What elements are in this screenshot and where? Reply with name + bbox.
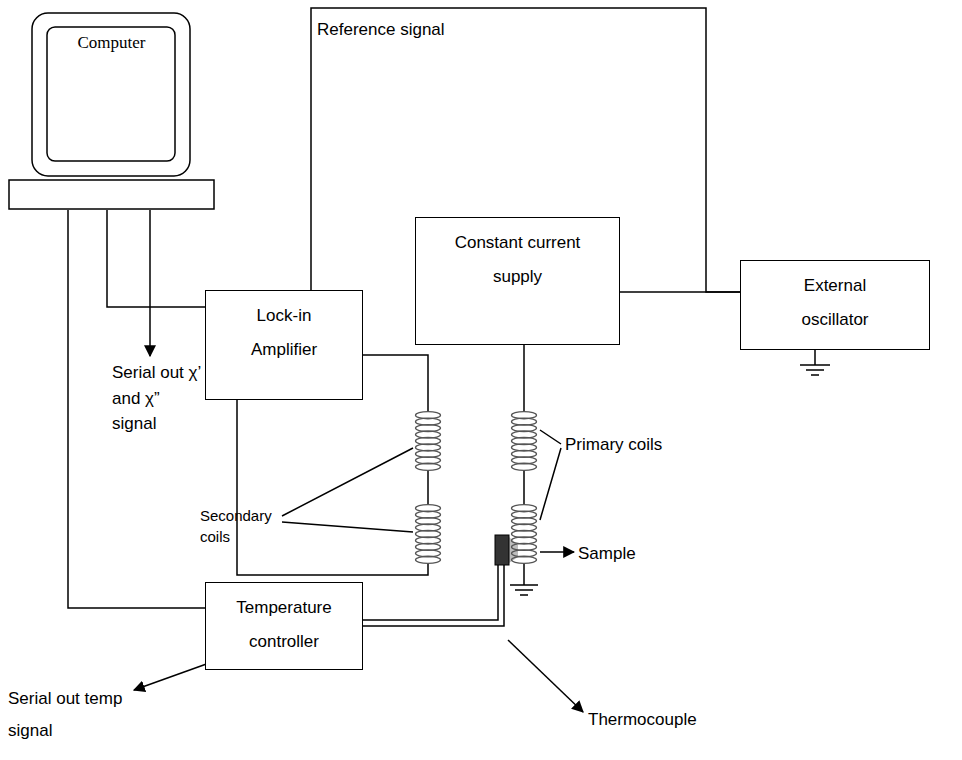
leader-arrow [540, 551, 574, 553]
primary-wire [523, 470, 525, 505]
secondary-wire [427, 470, 429, 505]
secondary-wire [237, 400, 428, 575]
node-label: Constant current supply [448, 226, 588, 294]
signal-label: Serial out χ’ and χ” signal [112, 360, 202, 437]
primary-coil [512, 505, 537, 564]
computer-base [9, 180, 214, 209]
sample-label: Sample [578, 541, 636, 567]
oscillator-box: External oscillator [740, 260, 930, 350]
primary-coil [512, 412, 537, 471]
node-label: External oscillator [785, 269, 885, 337]
secondary-coil [416, 505, 441, 564]
primary-wire [523, 563, 525, 585]
leader-line [282, 448, 413, 532]
controller-box: Temperature controller [205, 582, 363, 670]
secondary-wire [363, 355, 428, 412]
leader-arrow [508, 640, 583, 712]
node-label: Computer [78, 32, 146, 54]
leader-line [540, 430, 561, 520]
edge-label: Reference signal [315, 20, 447, 40]
computer-monitor: Computer [8, 12, 215, 210]
coil-winding [512, 463, 537, 470]
leader-arrow [149, 210, 151, 356]
coil-winding [416, 463, 441, 470]
node-label: Temperature controller [229, 591, 339, 659]
leader-arrow [134, 662, 212, 690]
secondary-coil [416, 412, 441, 471]
signal-label: Serial out temp signal [8, 683, 140, 748]
amplifier-box: Lock-in Amplifier [205, 290, 363, 400]
supply-box: Constant current supply [415, 217, 620, 345]
signal-wire [68, 210, 205, 608]
primary-wire [523, 345, 525, 412]
ground-symbol [510, 585, 538, 595]
coil-winding [512, 556, 537, 563]
sample-block [495, 535, 509, 565]
signal-wire [107, 210, 205, 307]
coil-label: Primary coils [565, 432, 662, 458]
thermocouple-wire [363, 565, 498, 620]
ground-symbol [800, 350, 830, 375]
sensor-label: Thermocouple [588, 707, 697, 733]
coil-label: Secondary coils [200, 505, 284, 547]
node-label: Lock-in Amplifier [234, 299, 334, 367]
coil-winding [416, 556, 441, 563]
thermocouple-wire [363, 565, 504, 626]
monitor-screen [47, 27, 175, 161]
monitor-frame [32, 13, 190, 176]
